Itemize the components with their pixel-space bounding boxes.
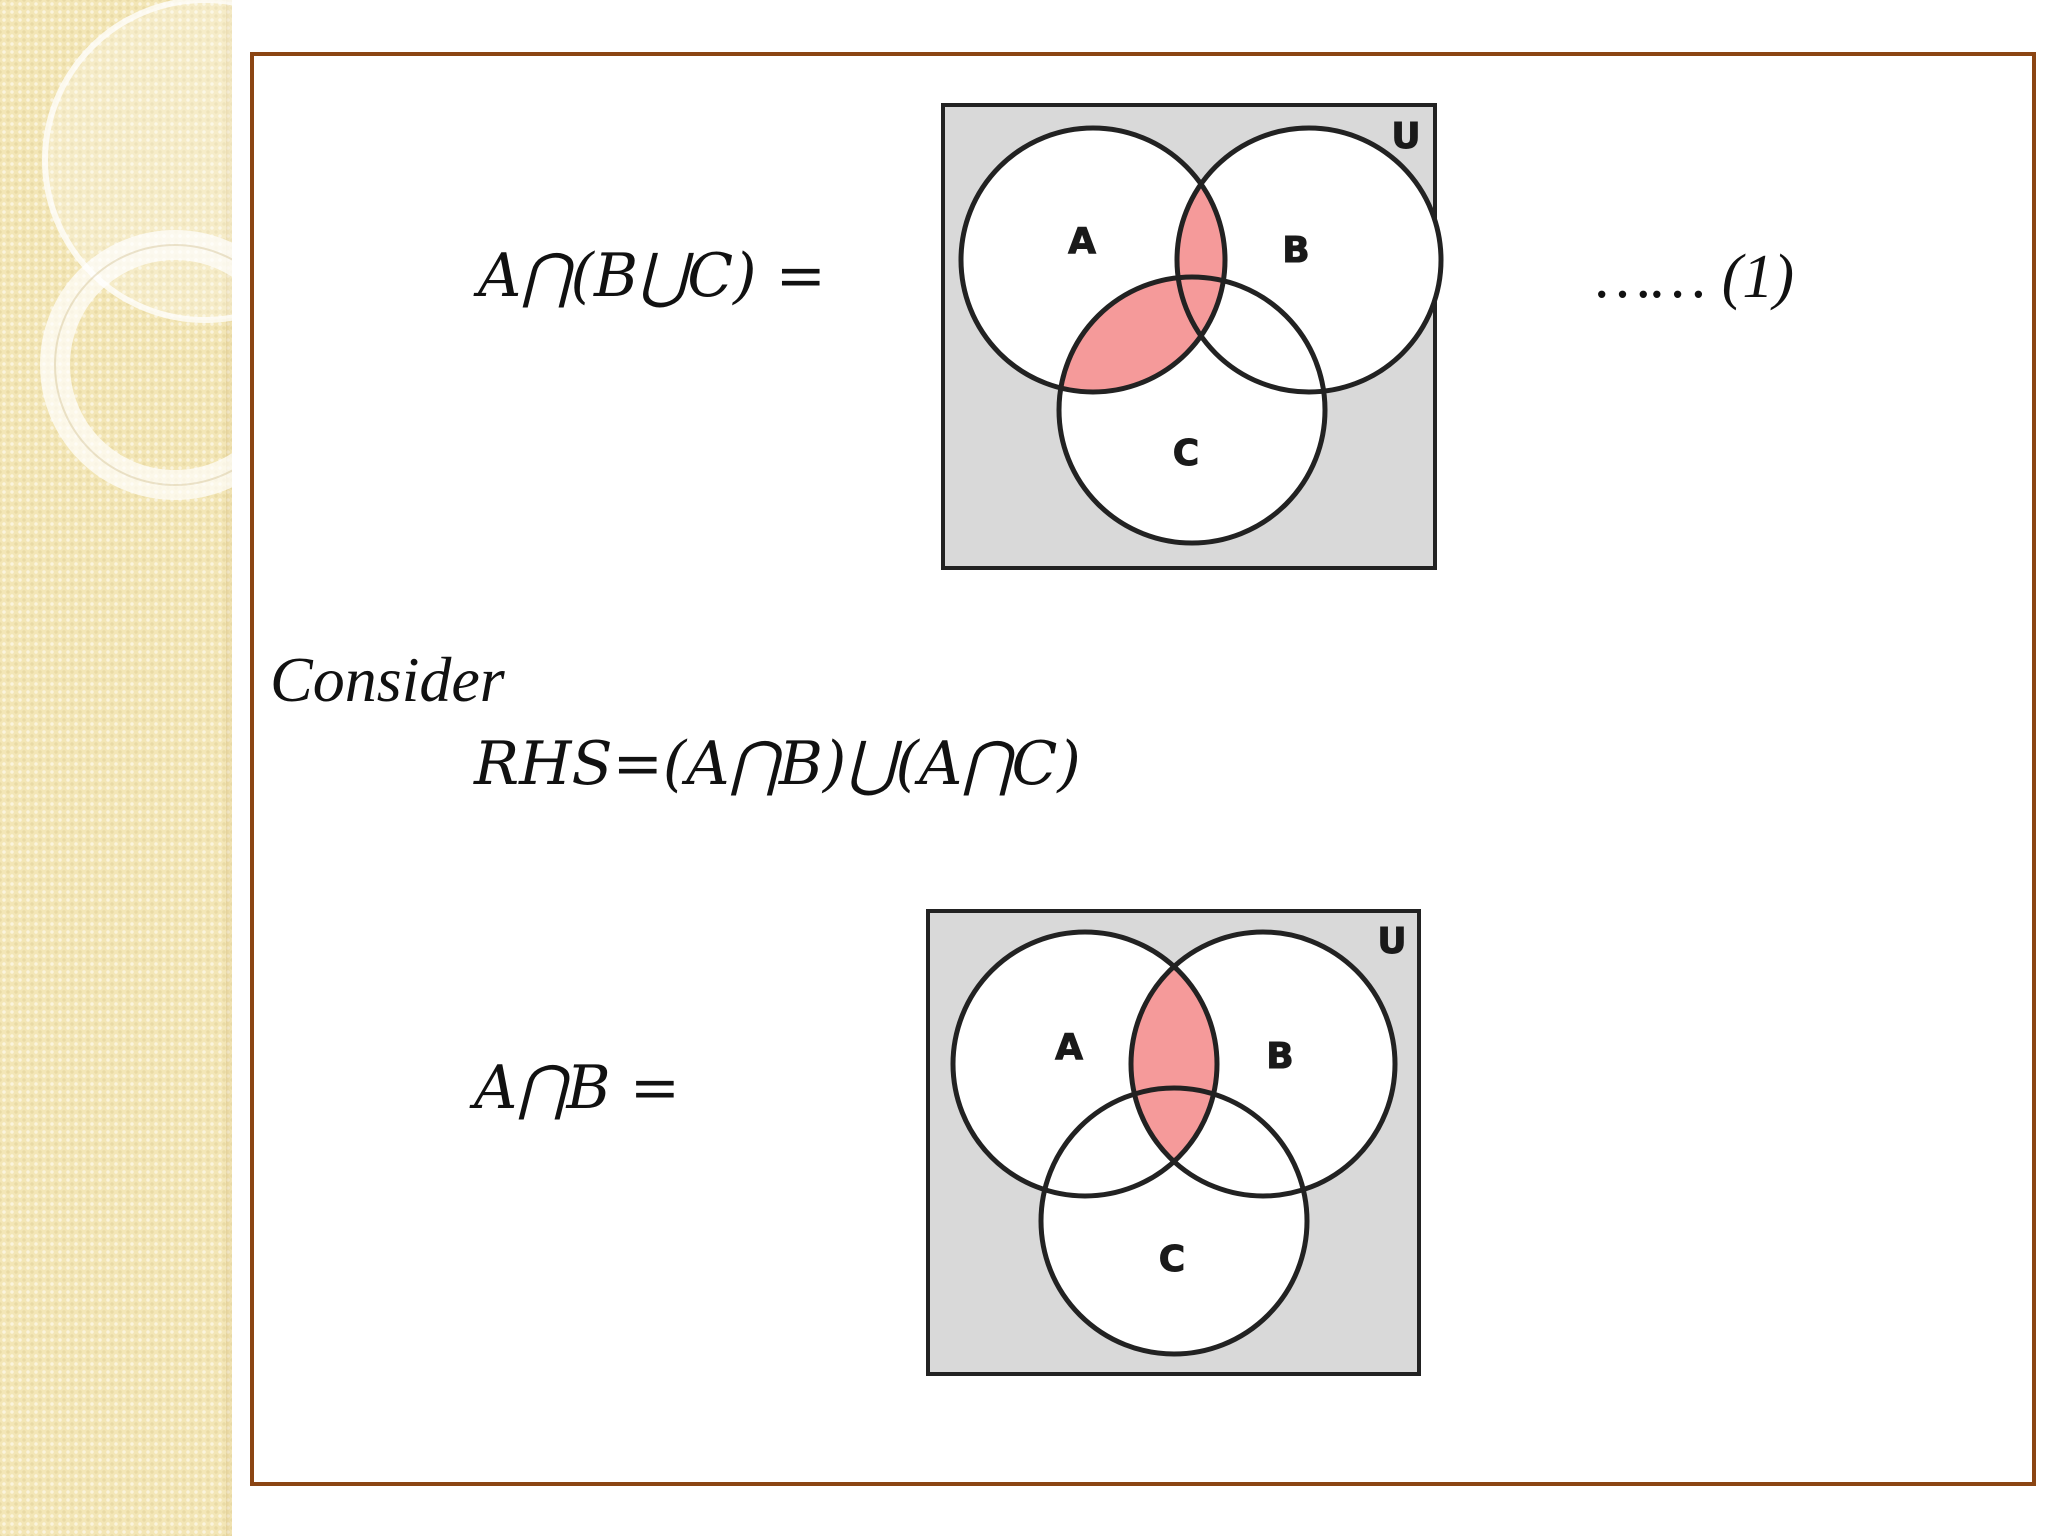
set-a-label: A [1068, 221, 1096, 262]
venn-diagram-a-intersect-b-union-c: U A B C [941, 103, 1444, 570]
equation-1-lhs: A⋂(B⋃C) = [478, 241, 826, 311]
venn-diagram-a-intersect-b: U A B C [926, 909, 1421, 1376]
set-b-outline [1174, 125, 1444, 395]
decorative-rings [40, 0, 232, 500]
set-a-outline [950, 929, 1220, 1199]
set-c-outline [1038, 1085, 1310, 1357]
set-c-label: C [1173, 433, 1199, 474]
side-panel-edge [226, 0, 232, 1536]
set-c-fill [1041, 1088, 1307, 1354]
set-c-outline [1056, 274, 1328, 546]
set-c-label: C [1159, 1239, 1185, 1280]
set-b-outline [1128, 929, 1398, 1199]
set-a-label: A [1055, 1027, 1083, 1068]
rhs-expression: RHS=(A⋂B)⋃(A⋂C) [474, 729, 1081, 799]
consider-label: Consider [270, 644, 505, 715]
shaded-region [1059, 128, 1225, 392]
equation-1-reference: …… (1) [1596, 243, 1795, 311]
set-b-label: B [1282, 230, 1309, 271]
equation-2-lhs: A⋂B = [474, 1053, 680, 1123]
set-a-outline [958, 125, 1228, 395]
set-b-label: B [1266, 1036, 1293, 1077]
universe-label: U [1391, 116, 1420, 157]
universe-label: U [1377, 921, 1406, 962]
